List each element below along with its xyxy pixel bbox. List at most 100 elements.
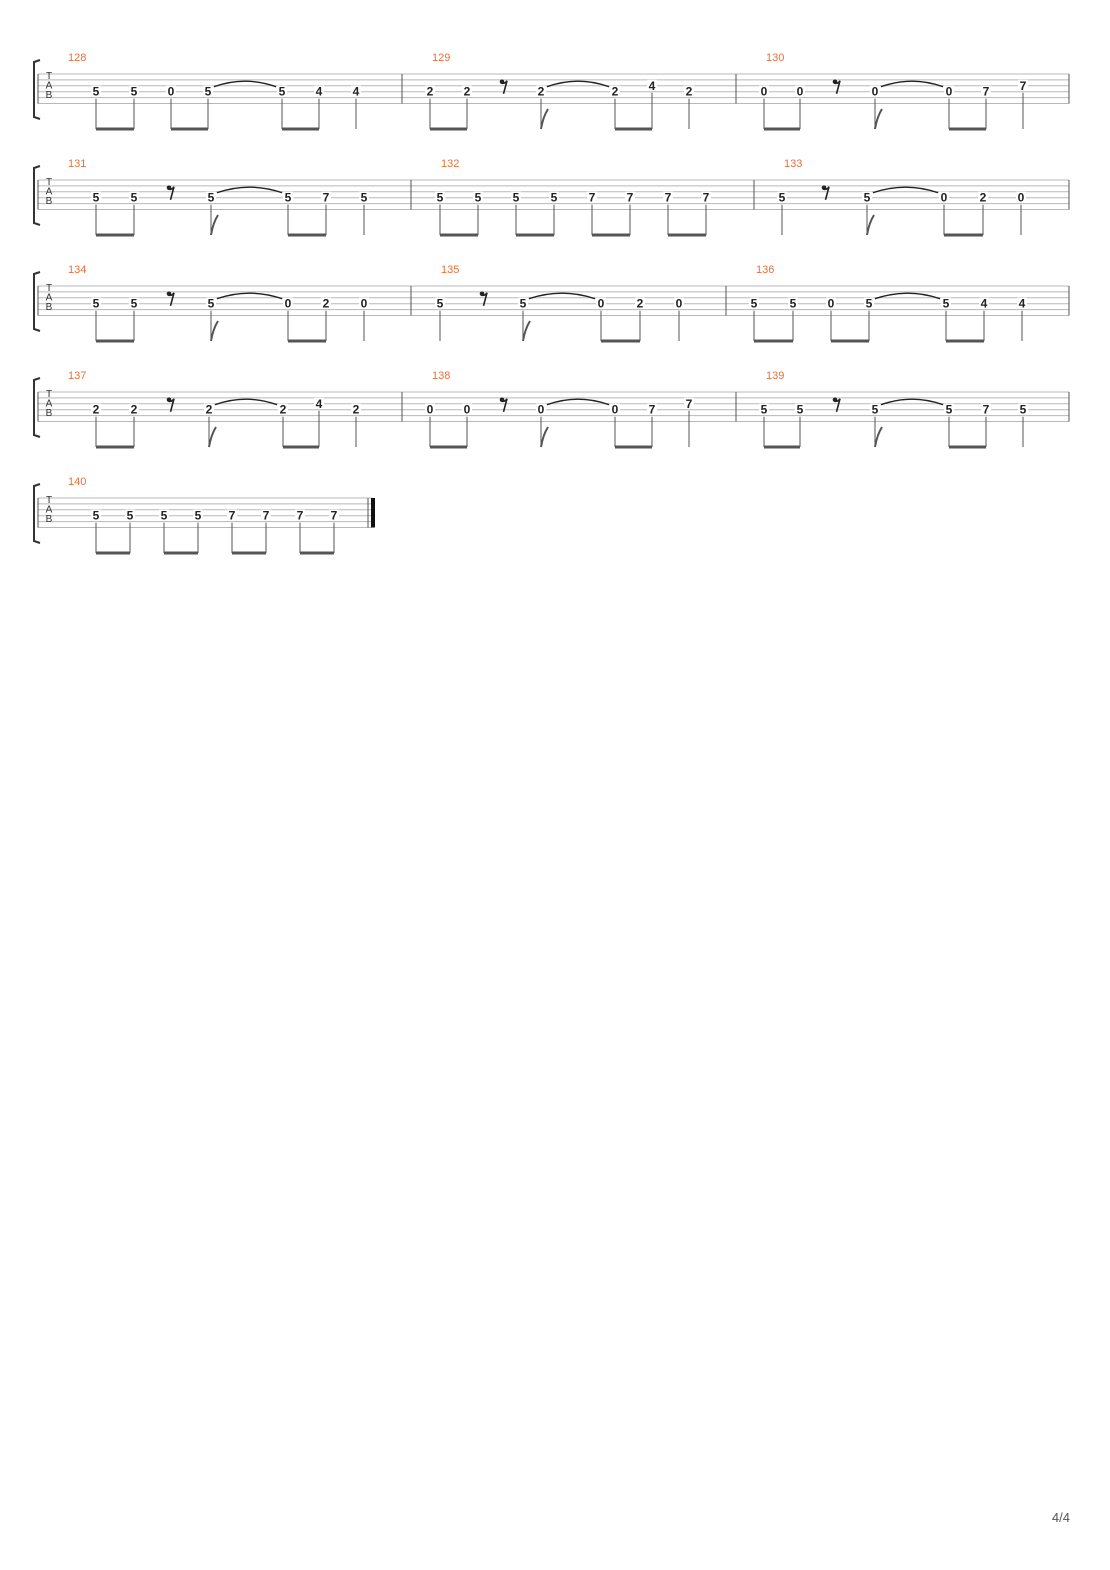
fret-number: 5 — [790, 297, 797, 311]
fret-bg — [227, 509, 237, 521]
fret-bg — [759, 85, 769, 97]
fret-number: 5 — [208, 191, 215, 205]
tab-clef-letter: A — [46, 187, 53, 198]
fret-bg — [862, 191, 872, 203]
tab-clef-letter: B — [46, 196, 53, 207]
eighth-rest-stem — [501, 398, 508, 413]
fret-bg — [91, 403, 101, 415]
fret-number: 5 — [761, 403, 768, 417]
eighth-rest-stem — [501, 80, 508, 95]
fret-bg — [435, 191, 445, 203]
eighth-rest-stem — [834, 80, 841, 95]
tie-arc — [216, 186, 283, 194]
fret-bg — [359, 191, 369, 203]
fret-bg — [511, 191, 521, 203]
fret-bg — [351, 403, 361, 415]
fret-bg — [1017, 297, 1027, 309]
measure-number: 140 — [68, 476, 86, 488]
fret-number: 7 — [1020, 79, 1027, 93]
fret-number: 4 — [316, 397, 323, 411]
fret-bg — [91, 297, 101, 309]
fret-number: 2 — [637, 297, 644, 311]
fret-number: 2 — [686, 85, 693, 99]
fret-bg — [674, 297, 684, 309]
tie-arc — [214, 398, 278, 406]
fret-bg — [203, 85, 213, 97]
fret-bg — [549, 191, 559, 203]
tab-clef-letter: A — [46, 399, 53, 410]
fret-number: 0 — [285, 297, 292, 311]
fret-number: 5 — [946, 403, 953, 417]
fret-number: 2 — [538, 85, 545, 99]
fret-bg — [278, 403, 288, 415]
fret-number: 5 — [513, 191, 520, 205]
system-bracket — [33, 483, 41, 544]
fret-number: 0 — [797, 85, 804, 99]
fret-bg — [1018, 403, 1028, 415]
fret-bg — [981, 85, 991, 97]
fret-bg — [425, 85, 435, 97]
note-flag — [210, 320, 219, 342]
fret-number: 7 — [665, 191, 672, 205]
fret-bg — [261, 509, 271, 521]
fret-bg — [1018, 79, 1028, 91]
fret-bg — [939, 191, 949, 203]
fret-bg — [826, 297, 836, 309]
fret-bg — [91, 191, 101, 203]
fret-bg — [1016, 191, 1026, 203]
eighth-rest-stem — [834, 398, 841, 413]
measure-number: 139 — [766, 370, 784, 382]
fret-bg — [864, 297, 874, 309]
measure-number: 133 — [784, 158, 802, 170]
fret-bg — [125, 509, 135, 521]
note-flag — [540, 108, 549, 130]
fret-number: 0 — [598, 297, 605, 311]
fret-number: 7 — [686, 397, 693, 411]
fret-number: 5 — [131, 85, 138, 99]
measure-number: 129 — [432, 52, 450, 64]
fret-number: 5 — [93, 297, 100, 311]
system-bracket — [33, 165, 41, 226]
fret-number: 5 — [161, 509, 168, 523]
fret-number: 7 — [983, 403, 990, 417]
fret-number: 0 — [676, 297, 683, 311]
fret-number: 7 — [297, 509, 304, 523]
fret-number: 7 — [589, 191, 596, 205]
fret-number: 0 — [427, 403, 434, 417]
tie-arc — [216, 292, 283, 300]
fret-number: 5 — [943, 297, 950, 311]
fret-number: 5 — [475, 191, 482, 205]
fret-number: 2 — [280, 403, 287, 417]
fret-bg — [321, 297, 331, 309]
fret-bg — [610, 403, 620, 415]
fret-number: 2 — [464, 85, 471, 99]
fret-number: 0 — [1018, 191, 1025, 205]
system-bracket — [33, 59, 41, 120]
fret-bg — [635, 297, 645, 309]
fret-bg — [283, 297, 293, 309]
fret-bg — [295, 509, 305, 521]
fret-bg — [944, 403, 954, 415]
note-flag — [208, 426, 217, 448]
fret-number: 2 — [980, 191, 987, 205]
fret-bg — [359, 297, 369, 309]
fret-bg — [91, 85, 101, 97]
fret-bg — [129, 191, 139, 203]
eighth-rest-stem — [481, 292, 488, 307]
fret-number: 0 — [761, 85, 768, 99]
fret-number: 5 — [285, 191, 292, 205]
tie-arc — [872, 186, 939, 194]
tie-arc — [546, 398, 610, 406]
fret-number: 0 — [361, 297, 368, 311]
fret-bg — [283, 191, 293, 203]
measure-number: 130 — [766, 52, 784, 64]
fret-number: 7 — [229, 509, 236, 523]
measure-number: 132 — [441, 158, 459, 170]
fret-bg — [944, 85, 954, 97]
